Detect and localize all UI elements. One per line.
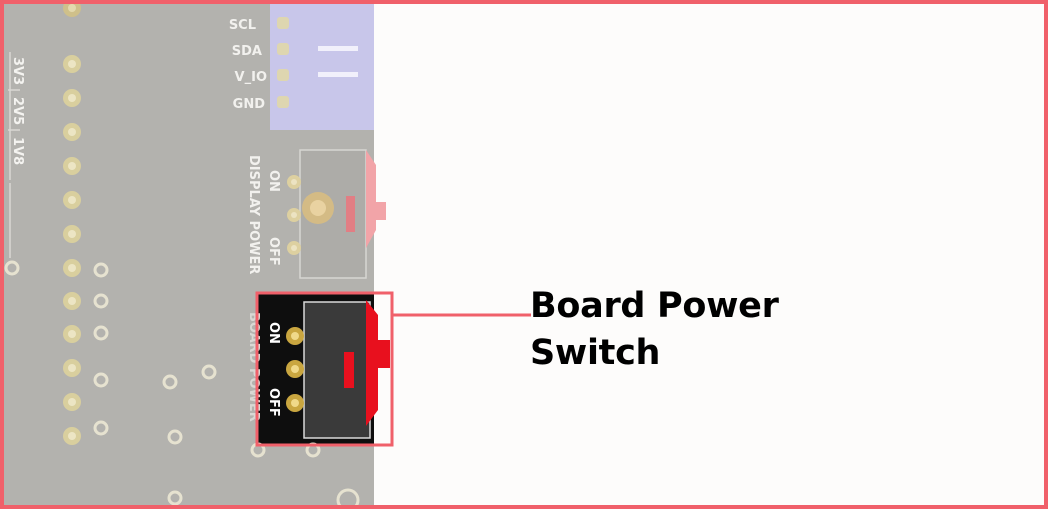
board-switch-on-label: ON [266, 322, 281, 344]
voltage-label-1v8: 1V8 [10, 137, 25, 165]
board-switch-actuator-slot [344, 352, 354, 388]
callout-label-line2: Switch [530, 333, 661, 373]
board-power-switch: BOARD POWER ON OFF [246, 294, 390, 444]
display-switch-title: DISPLAY POWER [246, 155, 261, 274]
pad-column-mid [4, 260, 217, 506]
pin-header: SCL SDA V_IO GND [229, 0, 374, 130]
display-switch-on-label: ON [266, 170, 281, 192]
voltage-labels: 3V3 2V5 1V8 [10, 57, 25, 165]
voltage-label-3v3: 3V3 [10, 57, 25, 85]
callout-label-line1: Board Power [530, 286, 779, 326]
pin-label-scl: SCL [229, 18, 256, 33]
display-switch-off-label: OFF [266, 237, 281, 266]
pin-label-sda: SDA [232, 44, 262, 59]
board-switch-title: BOARD POWER [246, 312, 261, 422]
pin-label-gnd: GND [233, 97, 266, 112]
callout-label: Board Power Switch [530, 283, 779, 377]
board-switch-off-label: OFF [266, 388, 281, 417]
pin-label-vio: V_IO [235, 70, 267, 85]
board-switch-actuator [366, 300, 378, 426]
highlight-box [255, 291, 394, 447]
voltage-label-2v5: 2V5 [10, 97, 25, 125]
display-power-switch: DISPLAY POWER ON OFF [246, 149, 386, 279]
pad-column-left [63, 0, 81, 445]
